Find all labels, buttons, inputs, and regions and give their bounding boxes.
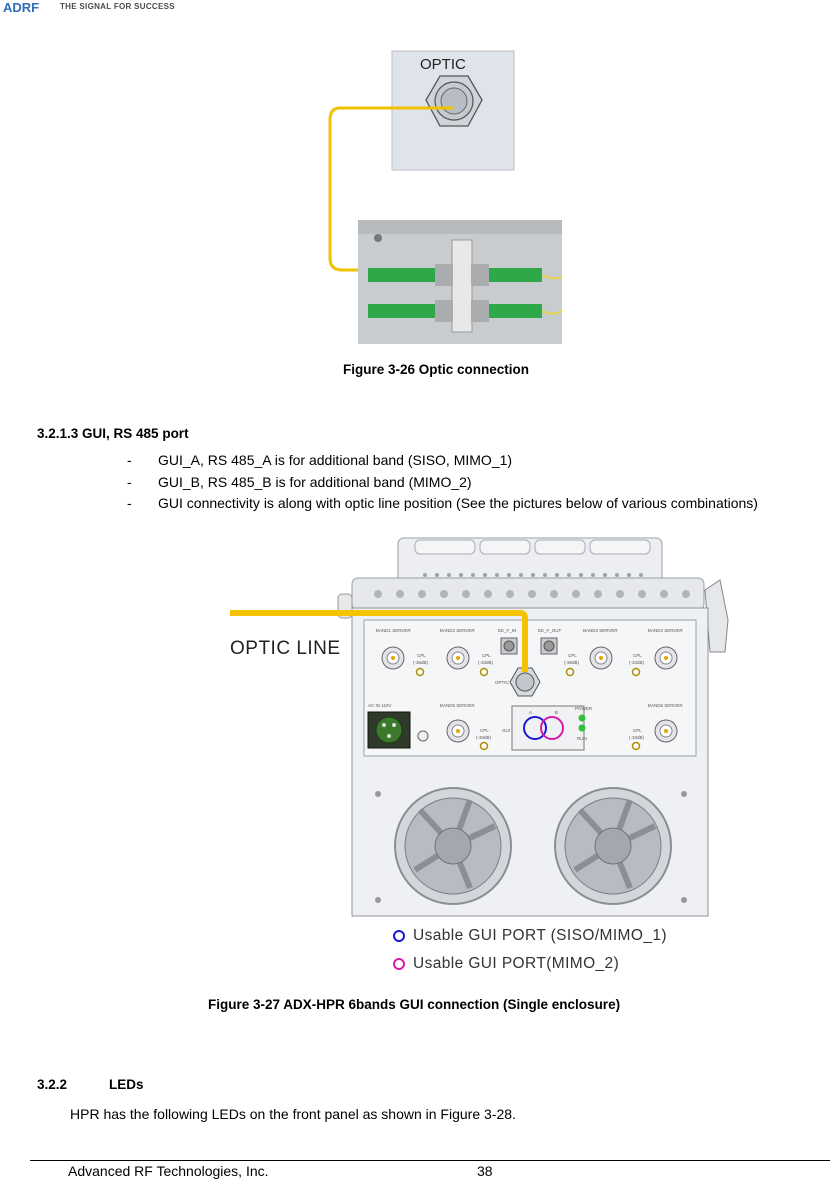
adrf-logo-icon: ADRF xyxy=(2,0,58,15)
optic-panel-label: OPTIC xyxy=(420,56,466,73)
power-label: POWER xyxy=(575,706,593,711)
n-connector xyxy=(381,646,405,670)
optic-line-label: OPTIC LINE xyxy=(230,638,341,659)
bullet-dash: - xyxy=(127,452,132,468)
figure-caption-1: Figure 3-26 Optic connection xyxy=(343,362,530,377)
svg-text:CPL: CPL xyxy=(482,653,491,658)
logo-tagline: THE SIGNAL FOR SUCCESS xyxy=(60,2,175,11)
ee-f-out-label: EE_F_OUT xyxy=(538,628,562,633)
svg-text:(-33dB): (-33dB) xyxy=(629,660,645,665)
svg-text:CPL: CPL xyxy=(633,728,642,733)
section-heading-leds: LEDs xyxy=(109,1077,144,1092)
bullet-dash: - xyxy=(127,474,132,490)
optic-cable xyxy=(328,106,454,272)
svg-text:CPL: CPL xyxy=(480,728,489,733)
band6-label: BAND6 SERVER xyxy=(648,703,683,708)
gui-port-box xyxy=(511,705,585,751)
section-heading-gui: 3.2.1.3 GUI, RS 485 port xyxy=(37,426,189,441)
svg-text:ADRF: ADRF xyxy=(3,0,39,14)
bullet-item: GUI_A, RS 485_A is for additional band (… xyxy=(158,452,513,468)
svg-text:(-36dB): (-36dB) xyxy=(413,660,429,665)
band1-label: BAND1 SERVER xyxy=(376,628,411,633)
legend-gui-b-marker xyxy=(393,958,405,970)
run-label: RUN xyxy=(577,736,587,741)
svg-text:CPL: CPL xyxy=(417,653,426,658)
band4-label: BAND4 SERVER xyxy=(648,628,683,633)
optic-line-cable xyxy=(230,610,528,672)
fan-left xyxy=(394,787,512,905)
gui-b-label: B xyxy=(555,710,558,715)
svg-text:(-33dB): (-33dB) xyxy=(629,735,645,740)
gui-label: GUI xyxy=(502,728,510,733)
enclosure-figure: BAND1 SERVER BAND2 SERVER EE_F_IN EE_F_O… xyxy=(230,537,729,917)
fan-right xyxy=(554,787,672,905)
leds-paragraph: HPR has the following LEDs on the front … xyxy=(70,1106,516,1122)
legend-gui-a-marker xyxy=(393,930,405,942)
optic-label: OPTIC xyxy=(495,680,510,685)
optic-connection-figure: OPTIC xyxy=(328,50,563,344)
footer-company: Advanced RF Technologies, Inc. xyxy=(68,1163,269,1179)
power-led xyxy=(578,714,586,722)
svg-text:CPL: CPL xyxy=(633,653,642,658)
section-heading-leds-num: 3.2.2 xyxy=(37,1077,68,1092)
bullet-dash: - xyxy=(127,495,132,511)
footer-rule xyxy=(30,1160,830,1161)
legend-gui-a-text: Usable GUI PORT (SISO/MIMO_1) xyxy=(413,927,667,944)
n-connector xyxy=(654,719,678,743)
band2-label: BAND2 SERVER xyxy=(440,628,475,633)
svg-text:CPL: CPL xyxy=(568,653,577,658)
bullet-item: GUI_B, RS 485_B is for additional band (… xyxy=(158,474,472,490)
n-connector xyxy=(446,646,470,670)
gui-a-port-marker xyxy=(523,716,547,740)
legend-gui-b-text: Usable GUI PORT(MIMO_2) xyxy=(413,955,620,972)
ac-in-label: AC IN 110V xyxy=(368,703,391,708)
svg-text:(-33dB): (-33dB) xyxy=(478,660,494,665)
svg-text:(-36dB): (-36dB) xyxy=(564,660,580,665)
footer-page-number: 38 xyxy=(477,1163,493,1179)
gui-a-label: A xyxy=(529,710,532,715)
n-connector xyxy=(654,646,678,670)
n-connector xyxy=(446,719,470,743)
ee-f-in-label: EE_F_IN xyxy=(498,628,516,633)
band5-label: BAND5 SERVER xyxy=(440,703,475,708)
company-logo: ADRF xyxy=(2,0,152,15)
gui-b-port-marker xyxy=(540,716,564,740)
svg-text:(-33dB): (-33dB) xyxy=(476,735,492,740)
bullet-item: GUI connectivity is along with optic lin… xyxy=(158,495,758,511)
figure-caption-2: Figure 3-27 ADX-HPR 6bands GUI connectio… xyxy=(208,997,621,1012)
run-led xyxy=(578,724,586,732)
band3-label: BAND3 SERVER xyxy=(583,628,618,633)
n-connector xyxy=(589,646,613,670)
